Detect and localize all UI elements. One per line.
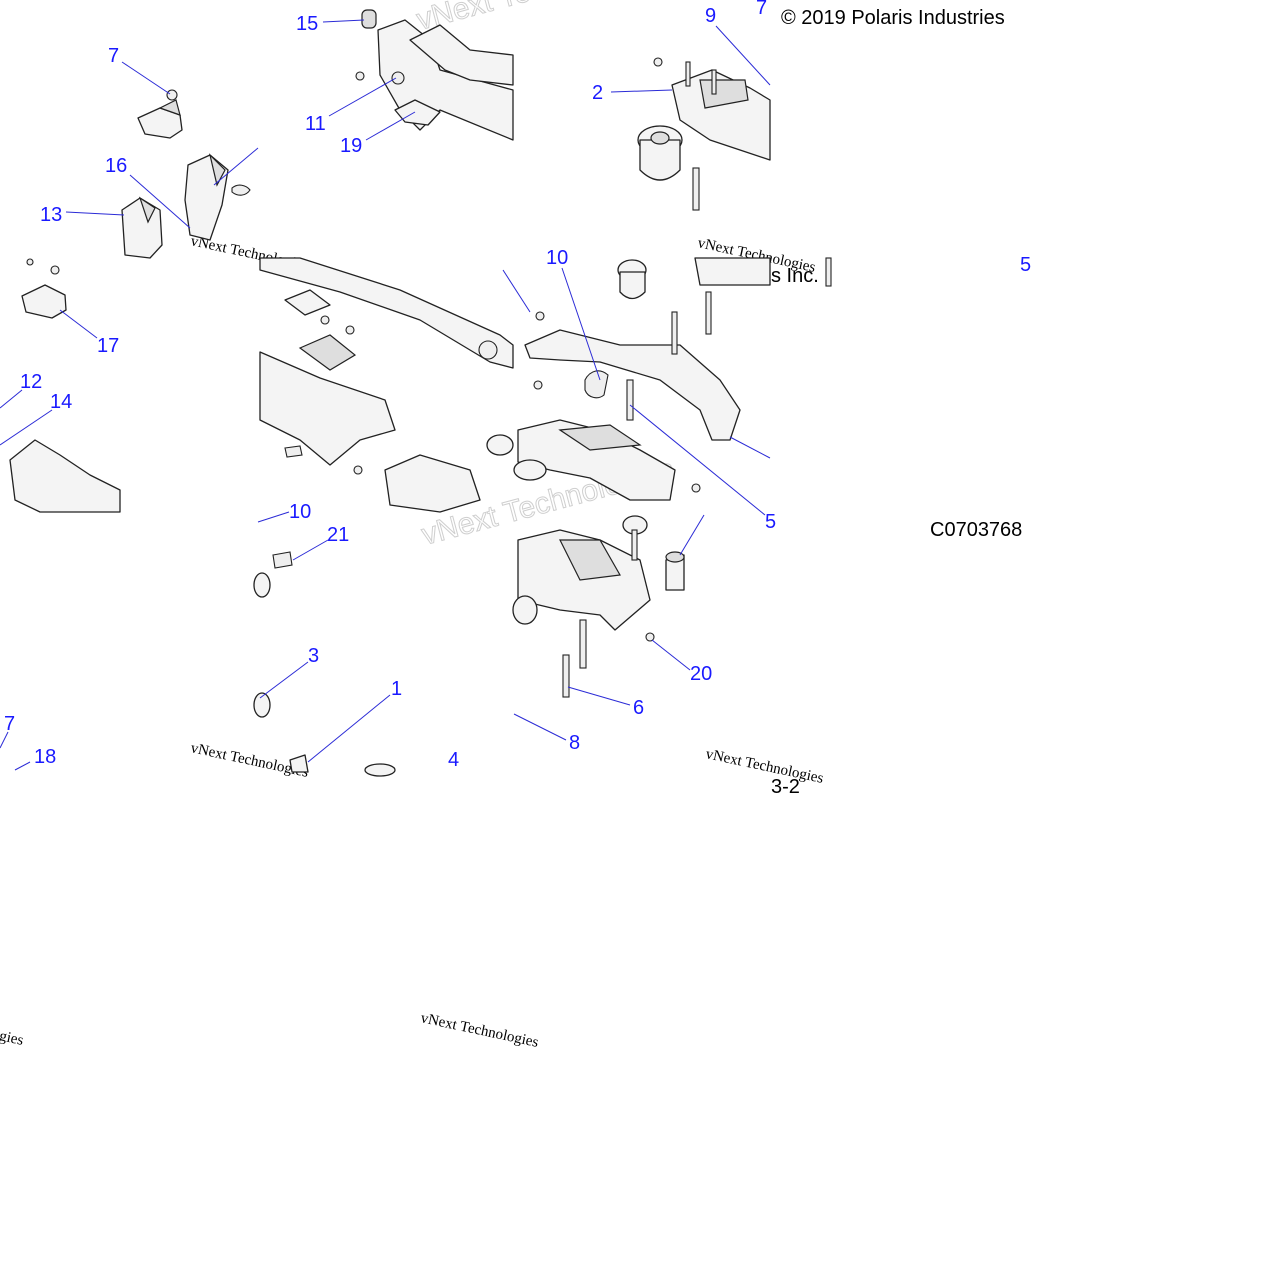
callout-label: 19 [340,135,362,157]
callout-label: 5 [1020,254,1031,276]
callout-label: 11 [305,113,326,135]
callout-label: 2 [592,82,603,104]
callout-label: 13 [40,204,62,226]
callout-label: 16 [105,155,127,177]
page-ref: 3-2 [771,776,800,798]
callout-label: 1 [391,678,402,700]
leader-lines [0,19,771,771]
callout-label: 6 [633,697,644,719]
mount-plate-group [637,57,771,211]
callouts: 7 15 11 19 16 13 9 7 2 17 12 14 10 10 5 … [4,0,1031,771]
watermark-text: vNext Technologies [704,746,825,787]
callout-label: 20 [690,663,712,685]
hinge-arm-group [355,9,514,141]
watermark-text: vNext Technologies [0,1008,25,1049]
callout-label: 3 [308,645,319,667]
callout-label: 7 [756,0,767,19]
callout-label: 14 [50,391,72,413]
release-lever-group [513,311,741,501]
copyright-text: © 2019 Polaris Industries [781,7,1005,29]
bracket-17-group [9,258,121,513]
lower-bracket-group [253,515,685,777]
watermark-fragments: vNext Technologies vNext Technologies [0,1008,540,1051]
callout-label: 21 [327,524,349,546]
callout-label: 9 [705,5,716,27]
watermark-stamp: vNext Technologies [413,0,672,37]
callout-label: 7 [108,45,119,67]
callout-label: 4 [448,749,459,771]
callout-label: 7 [4,713,15,735]
callout-label: 8 [569,732,580,754]
watermark-text: vNext Technologies [419,1010,540,1051]
callout-label: 5 [765,511,776,533]
hinge-bracket-group [121,89,251,259]
callout-label: 15 [296,13,318,35]
callout-label: 10 [546,247,568,269]
callout-label: 12 [20,371,42,393]
callout-label: 10 [289,501,311,523]
copyright-tail: s Inc. [771,265,819,287]
seat-rail-group [259,257,514,513]
callout-label: 18 [34,746,56,768]
rail-support-group [617,257,832,355]
figure-code: C0703768 [930,519,1022,541]
callout-label: 17 [97,335,119,357]
